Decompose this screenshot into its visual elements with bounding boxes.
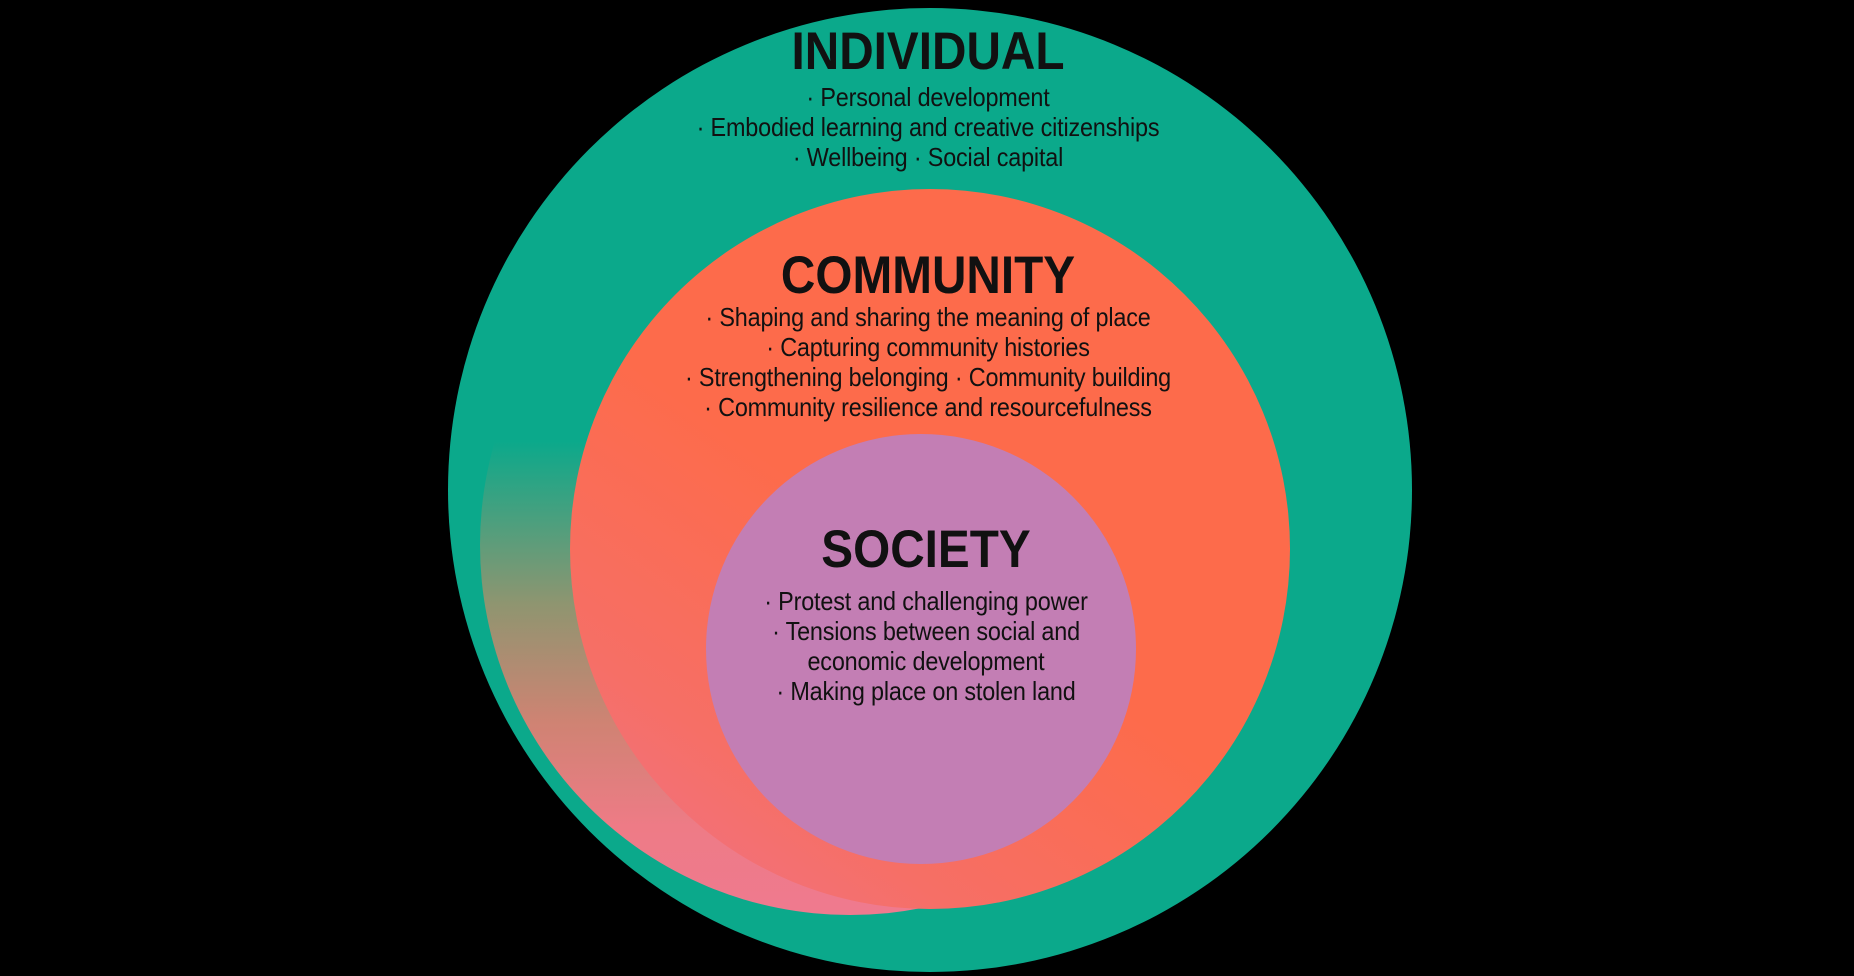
society-bullet-line: economic development [807, 646, 1045, 676]
society-text-block: SOCIETY · Protest and challenging power … [764, 520, 1088, 706]
community-bullet-line: · Strengthening belonging · Community bu… [684, 362, 1172, 392]
community-bullet-line: · Community resilience and resourcefulne… [704, 392, 1152, 422]
society-title: SOCIETY [821, 520, 1031, 579]
individual-bullet-line: · Wellbeing · Social capital [792, 142, 1064, 172]
community-bullet-line: · Capturing community histories [766, 332, 1090, 362]
society-bullets: · Protest and challenging power · Tensio… [764, 586, 1088, 706]
individual-bullets: · Personal development · Embodied learni… [697, 82, 1160, 172]
individual-title: INDIVIDUAL [791, 22, 1065, 81]
individual-bullet-line: · Personal development [806, 82, 1050, 112]
community-text-block: COMMUNITY · Shaping and sharing the mean… [685, 246, 1171, 422]
society-circle [706, 434, 1136, 864]
community-title: COMMUNITY [780, 246, 1076, 305]
individual-text-block: INDIVIDUAL · Personal development · Embo… [697, 22, 1160, 172]
community-bullet-line: · Shaping and sharing the meaning of pla… [705, 302, 1151, 332]
society-bullet-line: · Protest and challenging power [764, 586, 1088, 616]
community-bullets: · Shaping and sharing the meaning of pla… [685, 302, 1171, 422]
individual-bullet-line: · Embodied learning and creative citizen… [696, 112, 1160, 142]
society-bullet-line: · Making place on stolen land [776, 676, 1076, 706]
society-bullet-line: · Tensions between social and [772, 616, 1080, 646]
